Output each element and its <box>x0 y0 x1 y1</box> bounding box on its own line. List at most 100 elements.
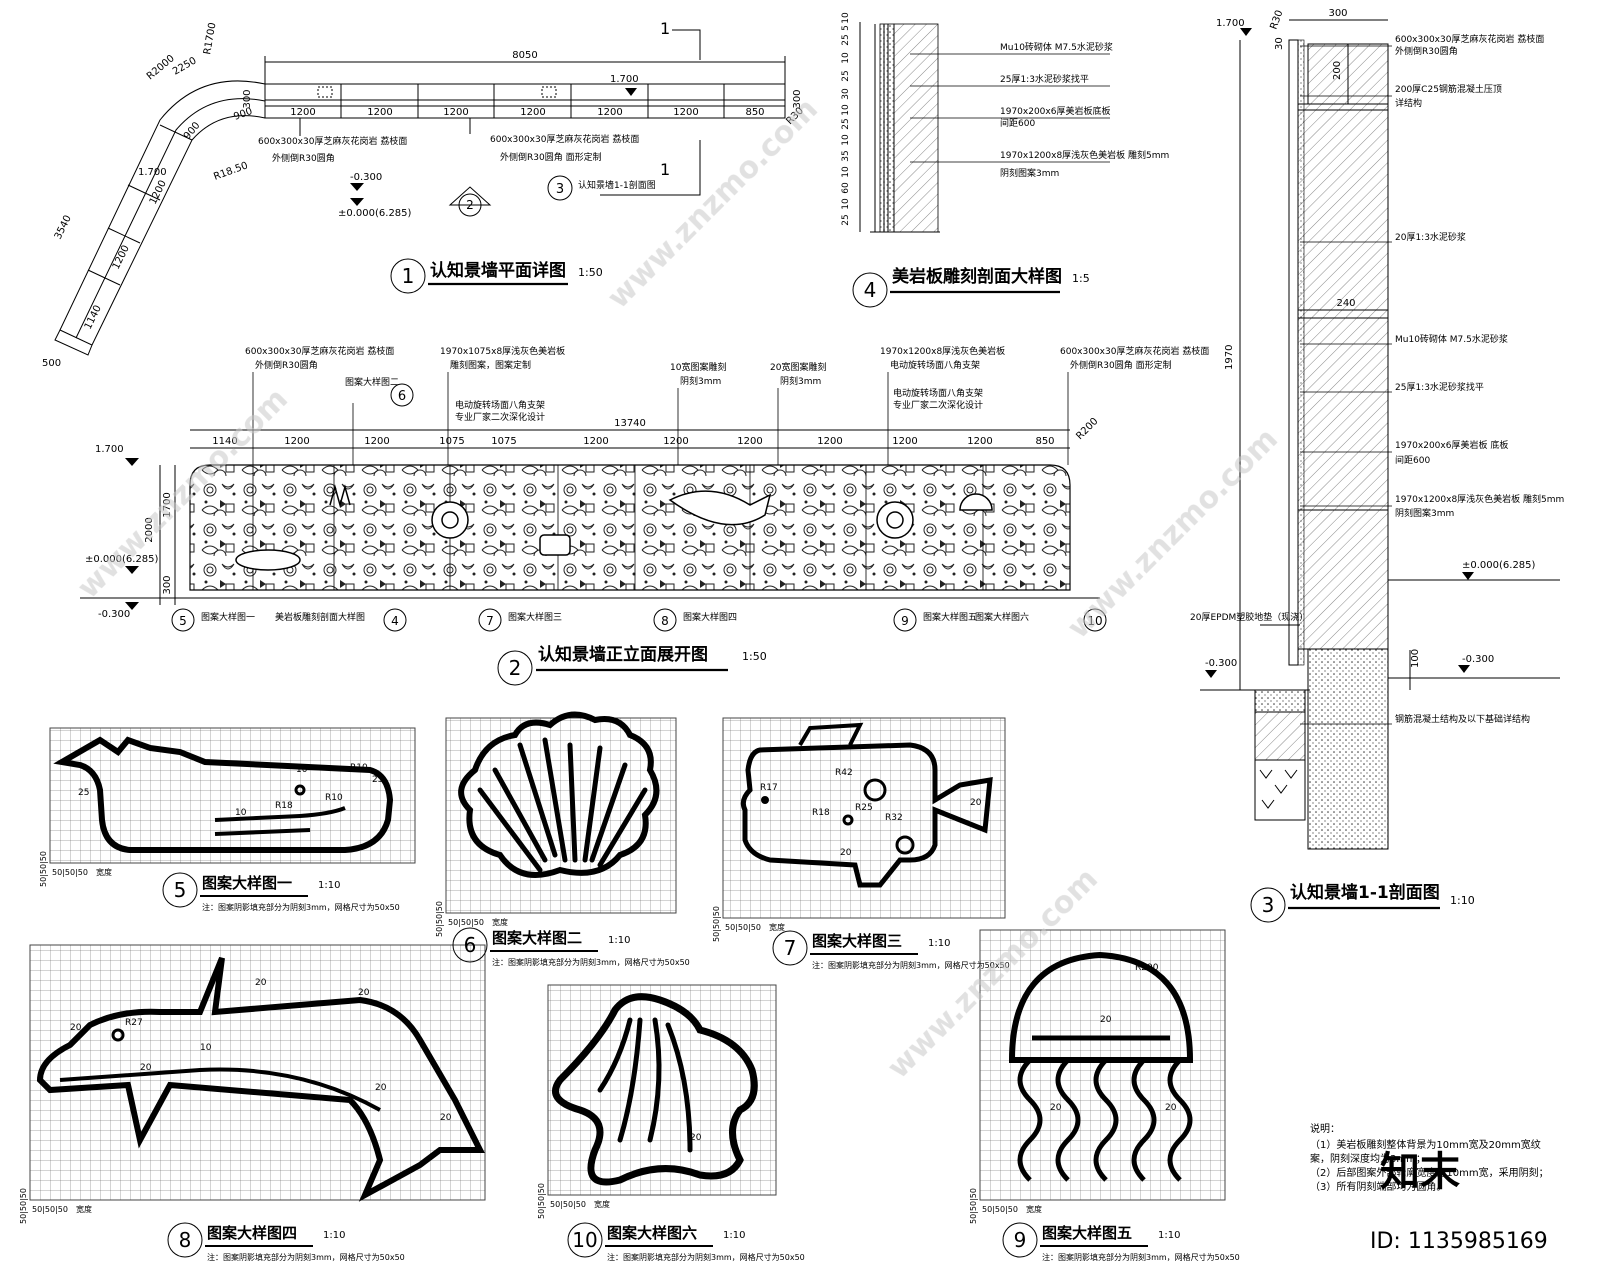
elevation-segment-dim: 1075 <box>439 436 464 447</box>
pattern9-jellyfish-tentacles <box>1017 1058 1193 1182</box>
plan-section-ref-text: 认知景墙1-1剖面图 <box>578 179 656 191</box>
detail4-note: Mu10砖砌体 M7.5水泥砂浆 <box>1000 41 1113 53</box>
pattern-note: 注：图案阴影填充部分为阴刻3mm，网格尺寸为50x50 <box>812 960 1010 970</box>
detail4-scale: 1:5 <box>1072 272 1090 285</box>
grid-dim-vertical: 50|50|50 <box>712 906 721 942</box>
section-top-dim: 300 <box>1328 8 1347 19</box>
elevation-bottom-ref-circle <box>478 608 502 632</box>
elevation-callout-text: 600x300x30厚芝麻灰花岗岩 荔枝面 <box>245 345 394 357</box>
grid-dim-horizontal: 50|50|50 <box>725 923 761 932</box>
section-brick-wall <box>1297 103 1389 650</box>
elevation-shell-motif <box>329 484 351 508</box>
detail4-title: 美岩板雕刻剖面大样图 <box>892 266 1062 287</box>
plan-arc-dim-3: R1700 <box>202 22 218 56</box>
plan-title-num: 1 <box>402 264 415 288</box>
pattern-dim: R42 <box>835 768 853 778</box>
pattern-dim: R27 <box>125 1018 143 1028</box>
pattern-title-num: 9 <box>1014 1228 1027 1252</box>
detail4-notes: Mu10砖砌体 M7.5水泥砂浆25厚1:3水泥砂浆找平1970x200x6厚美… <box>910 41 1169 179</box>
pattern-title-num: 8 <box>179 1228 192 1252</box>
general-notes: 说明： （1）美岩板雕刻整体背景为10mm宽及20mm宽纹 案，阴刻深度均为3m… <box>1310 1122 1549 1193</box>
pattern-dim: 20 <box>440 1113 452 1123</box>
plan-end-dim-left: 300 <box>242 89 253 108</box>
elevation-bottom-ref-text: 图案大样图三 <box>508 611 562 623</box>
pattern-title-circle <box>452 927 488 963</box>
detail4-note: 阴刻图案3mm <box>1000 167 1059 179</box>
elevation-radius: R200 <box>1074 416 1100 442</box>
plan-segment-dim: 850 <box>745 107 764 118</box>
pattern-dim: R18 <box>275 801 293 811</box>
elevation-segment-dim: 1200 <box>284 436 309 447</box>
elevation-bottom-ref-text: 图案大样图六 <box>975 611 1029 623</box>
elevation-bottom-ref-num: 7 <box>486 614 494 628</box>
grid-dim-horizontal: 50|50|50 <box>550 1200 586 1209</box>
detail4-dim: 60 <box>841 182 851 194</box>
detail4-dim: 35 <box>841 150 851 161</box>
section-title-num: 3 <box>1262 893 1275 917</box>
pattern-dim: 20 <box>70 1023 82 1033</box>
elevation-dolphin-motif <box>668 490 772 526</box>
elevation-height-total: 2000 <box>144 517 155 542</box>
plan-curve-inner <box>91 115 266 346</box>
section-height: 1970 <box>1224 345 1235 370</box>
plan-segment-dim: 1200 <box>367 107 392 118</box>
pattern-dim: R290 <box>1135 963 1159 973</box>
pattern-dim: 20 <box>358 988 370 998</box>
elevation-top-ref-circle <box>390 383 414 407</box>
detail4-dim: 10 <box>841 104 851 116</box>
pattern-title-circle <box>162 872 198 908</box>
pattern-dim: 10 <box>200 1043 212 1053</box>
elevation-extra-note-4: 专业厂家二次深化设计 <box>455 411 545 423</box>
detail4-dim: 25 <box>841 34 851 45</box>
elevation-height-upper: 1700 <box>162 492 173 517</box>
elevation-title-circle <box>497 650 533 686</box>
elevation-jellyfish-motif <box>959 493 993 511</box>
section-note: 外侧倒R30圆角 <box>1395 45 1458 57</box>
grid-dim-label: 宽度 <box>76 1204 92 1214</box>
pattern-dim: 10 <box>296 765 308 775</box>
section-d200: 200 <box>1332 61 1343 80</box>
pattern-dim: R17 <box>760 783 778 793</box>
pattern-dim: 25 <box>372 775 383 785</box>
elevation-height-base: 300 <box>162 575 173 594</box>
section-elev-top: 1.700 <box>1216 18 1245 29</box>
section-note: 20厚1:3水泥砂浆 <box>1395 231 1466 243</box>
detail4-note: 间距600 <box>1000 117 1035 129</box>
pattern7-fish-shape <box>740 742 993 888</box>
section-note: 1970x200x6厚美岩板 底板 <box>1395 439 1508 451</box>
detail4-brick-hatch <box>893 23 939 233</box>
pattern-title: 图案大样图四 <box>207 1224 297 1242</box>
notes-title: 说明： <box>1310 1122 1340 1135</box>
plan-arc-dim-2: 2250 <box>171 55 199 77</box>
pattern-dim: R32 <box>885 813 903 823</box>
elevation-bottom-ref-num: 5 <box>179 614 187 628</box>
elevation-bottom-ref-text: 图案大样图五 <box>923 611 977 623</box>
plan-note-1: 600x300x30厚芝麻灰花岗岩 荔枝面 <box>258 135 407 147</box>
grid-dim-horizontal: 50|50|50 <box>32 1205 68 1214</box>
pattern-note: 注：图案阴影填充部分为阴刻3mm，网格尺寸为50x50 <box>207 1252 405 1262</box>
pattern-title: 图案大样图六 <box>607 1224 697 1242</box>
elevation-bottom-ref-num: 10 <box>1087 614 1102 628</box>
detail4-note: 1970x200x6厚美岩板底板 <box>1000 105 1110 117</box>
section-note: 详结构 <box>1395 97 1422 109</box>
pattern10-starfish-shape <box>552 993 758 1186</box>
pattern-scale: 1:10 <box>928 938 950 949</box>
elevation-callout-text: 20宽图案雕刻 <box>770 361 826 373</box>
pattern-note: 注：图案阴影填充部分为阴刻3mm，网格尺寸为50x50 <box>1042 1252 1240 1262</box>
plan-total-dim: 8050 <box>512 50 537 61</box>
elevation-segment-dim: 1200 <box>583 436 608 447</box>
elevation-wheel-motif-1 <box>431 501 469 539</box>
elevation-extra-note-1: 电动旋转场面八角支架 <box>893 387 983 399</box>
elevation-wall-relief <box>189 464 1071 591</box>
plan-section-ref-circle <box>547 175 573 201</box>
plan-curve-ticks <box>87 124 193 286</box>
elevation-bottom-ref-circle <box>893 608 917 632</box>
pattern-dim: R10 <box>350 763 368 773</box>
pattern5-grid <box>49 727 416 864</box>
